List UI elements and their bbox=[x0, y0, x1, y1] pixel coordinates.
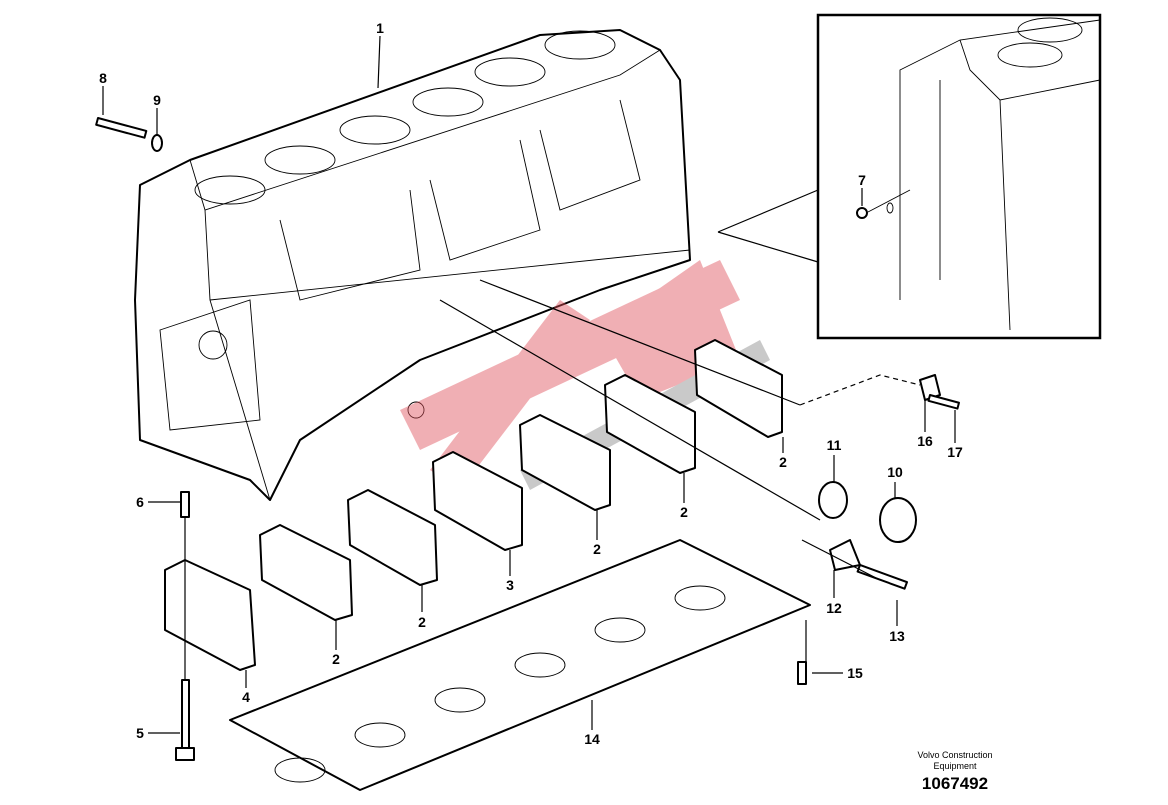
drawing-number: 1067492 bbox=[921, 774, 989, 793]
callout-13: 13 bbox=[889, 628, 905, 644]
callout-17: 17 bbox=[947, 444, 963, 460]
bearing-caps bbox=[164, 339, 783, 671]
detail-inset bbox=[717, 13, 1102, 340]
company-name-line1: Volvo Construction bbox=[917, 750, 993, 760]
callout-11: 11 bbox=[827, 437, 842, 453]
callout-2: 2 bbox=[418, 614, 426, 630]
callout-2: 2 bbox=[680, 504, 688, 520]
company-name-line2: Equipment bbox=[933, 761, 977, 771]
callout-3: 3 bbox=[506, 577, 514, 593]
callout-10: 10 bbox=[887, 464, 903, 480]
callout-1: 1 bbox=[376, 20, 384, 36]
callout-16: 16 bbox=[917, 433, 933, 449]
callout-4: 4 bbox=[242, 689, 250, 705]
callout-14: 14 bbox=[584, 731, 600, 747]
callout-2: 2 bbox=[332, 651, 340, 667]
callout-5: 5 bbox=[136, 725, 144, 741]
callout-2: 2 bbox=[593, 541, 601, 557]
callout-8: 8 bbox=[99, 70, 107, 86]
cylinder-block bbox=[134, 29, 691, 501]
callout-6: 6 bbox=[136, 494, 144, 510]
callout-7: 7 bbox=[858, 172, 866, 188]
small-parts bbox=[95, 117, 960, 761]
callout-12: 12 bbox=[826, 600, 842, 616]
callout-9: 9 bbox=[153, 92, 161, 108]
callout-2: 2 bbox=[779, 454, 787, 470]
drawing-footer: Volvo Construction Equipment 1067492 bbox=[880, 750, 1030, 794]
oil-pan-gasket bbox=[229, 539, 811, 791]
callout-15: 15 bbox=[847, 665, 863, 681]
